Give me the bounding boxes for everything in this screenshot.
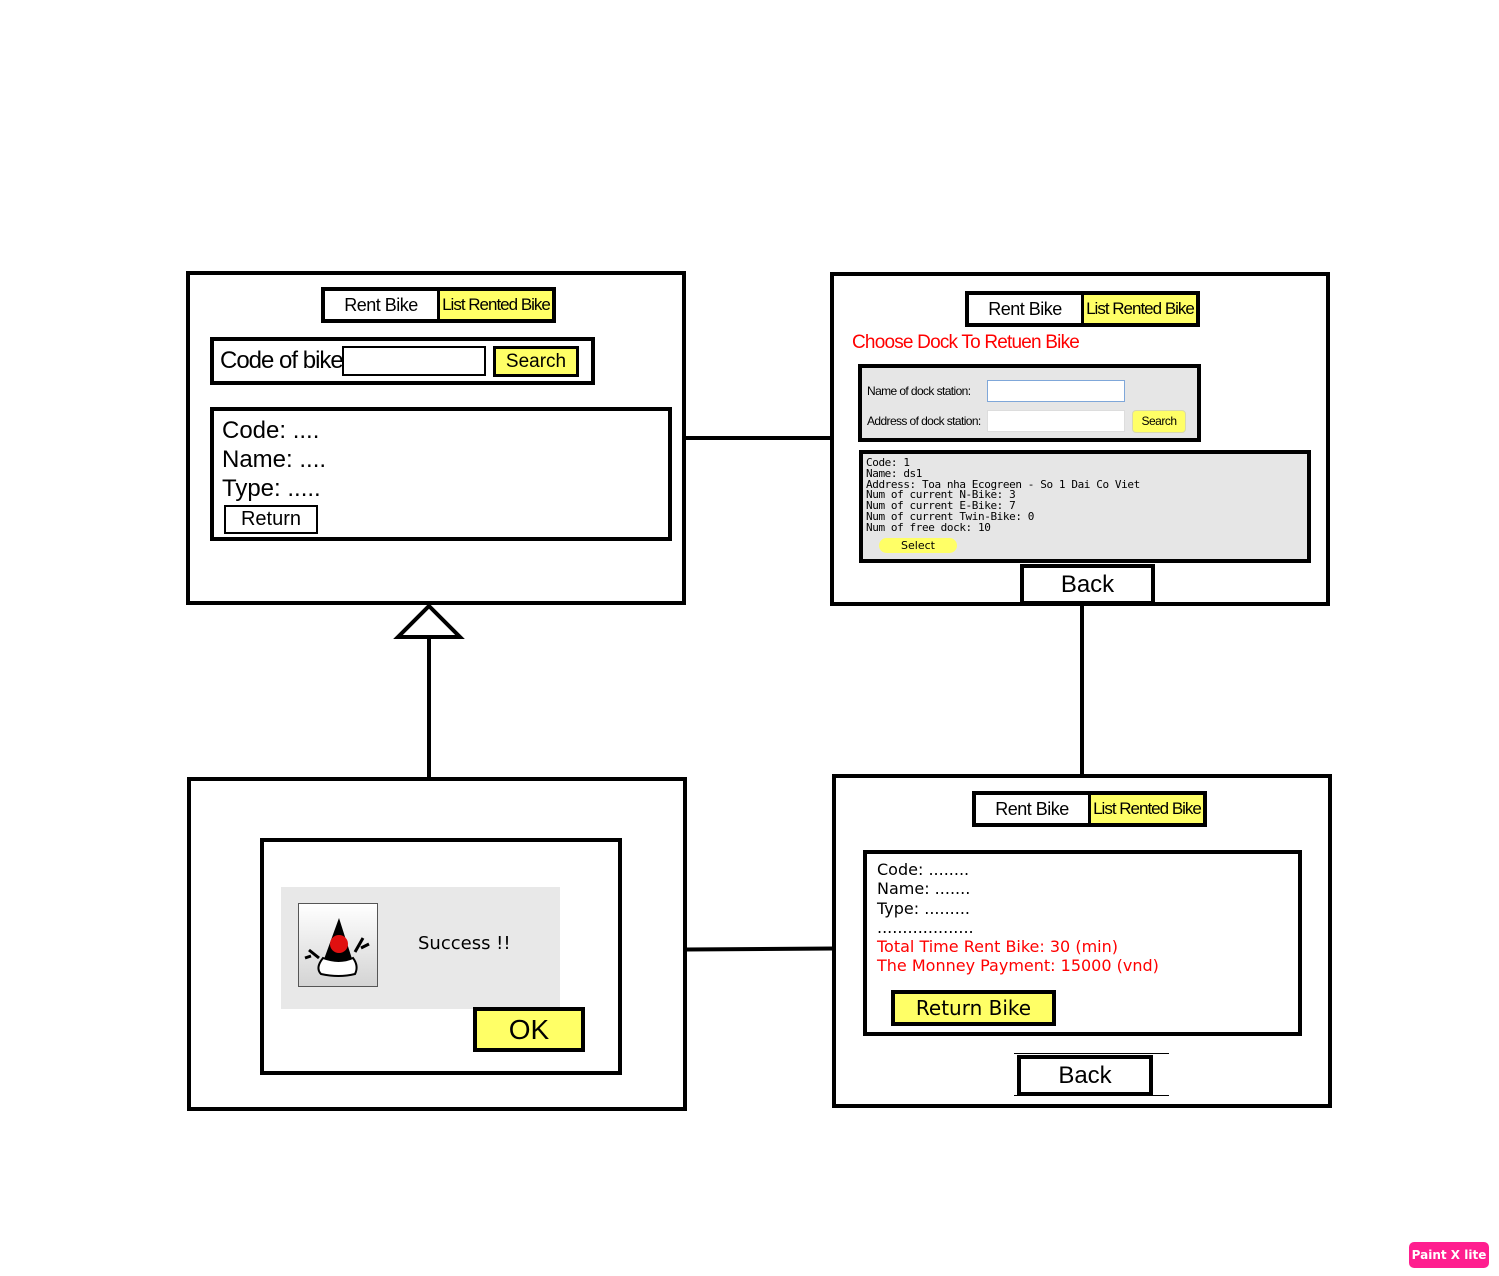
tab-list-rented-bike[interactable]: List Rented Bike <box>1091 795 1203 823</box>
summary-text: Code: ........ Name: ....... Type: .....… <box>877 860 1159 976</box>
search-button[interactable]: Search <box>493 346 579 377</box>
dock-address-label: Address of dock station: <box>867 414 981 428</box>
total-time-text: Total Time Rent Bike: 30 (min) <box>877 937 1118 957</box>
return-button[interactable]: Return <box>224 505 318 534</box>
code-of-bike-label: Code of bike <box>220 347 344 374</box>
return-bike-screen: Rent Bike List Rented Bike Code: .......… <box>832 774 1332 1108</box>
select-button[interactable]: Select <box>879 538 957 553</box>
station-address: Address: Toa nha Ecogreen - So 1 Dai Co … <box>866 477 1140 491</box>
tab-rent-bike[interactable]: Rent Bike <box>325 291 440 319</box>
tab-bar: Rent Bike List Rented Bike <box>965 291 1200 327</box>
back-button[interactable]: Back <box>1017 1055 1153 1096</box>
connector-success-to-payment <box>685 946 835 952</box>
bike-type-text: Type: ..... <box>222 475 321 502</box>
rent-summary-panel: Code: ........ Name: ....... Type: .....… <box>863 850 1302 1036</box>
dock-address-input[interactable] <box>987 410 1125 432</box>
station-code: Code: 1 <box>866 456 910 469</box>
dock-station-item: Code: 1 Name: ds1 Address: Toa nha Ecogr… <box>866 456 1140 534</box>
inheritance-arrow-head <box>393 603 465 639</box>
return-bike-button[interactable]: Return Bike <box>891 990 1056 1026</box>
dock-search-button[interactable]: Search <box>1132 410 1186 433</box>
code-of-bike-input[interactable] <box>342 346 486 376</box>
search-bike-screen: Rent Bike List Rented Bike Code of bike … <box>186 271 686 605</box>
success-screen: Success !! OK <box>187 777 687 1111</box>
paint-x-lite-watermark: Paint X lite <box>1409 1242 1489 1268</box>
summary-type: Type: ......... <box>877 898 970 918</box>
payment-amount-text: The Monney Payment: 15000 (vnd) <box>877 956 1159 976</box>
choose-dock-heading: Choose Dock To Retuen Bike <box>852 332 1080 353</box>
dock-name-input[interactable] <box>987 380 1125 402</box>
bike-name-text: Name: .... <box>222 446 327 473</box>
success-dialog: Success !! OK <box>260 838 622 1075</box>
station-e-bike: Num of current E-Bike: 7 <box>866 499 1016 513</box>
bike-code-text: Code: .... <box>222 417 320 444</box>
summary-name: Name: ....... <box>877 879 971 899</box>
dock-name-label: Name of dock station: <box>867 384 971 398</box>
dock-station-list: Code: 1 Name: ds1 Address: Toa nha Ecogr… <box>859 450 1311 563</box>
summary-dots: ................... <box>877 917 974 937</box>
ok-button[interactable]: OK <box>473 1007 585 1052</box>
dialog-body: Success !! <box>281 887 560 1009</box>
tab-list-rented-bike[interactable]: List Rented Bike <box>1084 295 1196 323</box>
success-message: Success !! <box>418 933 511 954</box>
back-button[interactable]: Back <box>1020 564 1155 605</box>
tab-rent-bike[interactable]: Rent Bike <box>976 795 1091 823</box>
tab-bar: Rent Bike List Rented Bike <box>321 287 556 323</box>
station-free-dock: Num of free dock: 10 <box>866 520 991 534</box>
station-twin-bike: Num of current Twin-Bike: 0 <box>866 509 1035 523</box>
connector-search-to-dock <box>686 436 832 440</box>
station-name: Name: ds1 <box>866 466 923 480</box>
station-n-bike: Num of current N-Bike: 3 <box>866 488 1016 502</box>
bike-info-panel: Code: .... Name: .... Type: ..... Return <box>210 407 672 541</box>
tab-bar: Rent Bike List Rented Bike <box>972 791 1207 827</box>
choose-dock-screen: Rent Bike List Rented Bike Choose Dock T… <box>830 272 1330 606</box>
search-bar: Code of bike Search <box>210 337 595 385</box>
summary-code: Code: ........ <box>877 860 970 879</box>
tab-list-rented-bike[interactable]: List Rented Bike <box>440 291 552 319</box>
dock-search-form: Name of dock station: Address of dock st… <box>858 364 1201 442</box>
connector-success-to-search <box>427 636 431 778</box>
tab-rent-bike[interactable]: Rent Bike <box>969 295 1084 323</box>
duke-mascot-icon <box>298 903 378 987</box>
connector-dock-to-payment <box>1080 600 1084 776</box>
